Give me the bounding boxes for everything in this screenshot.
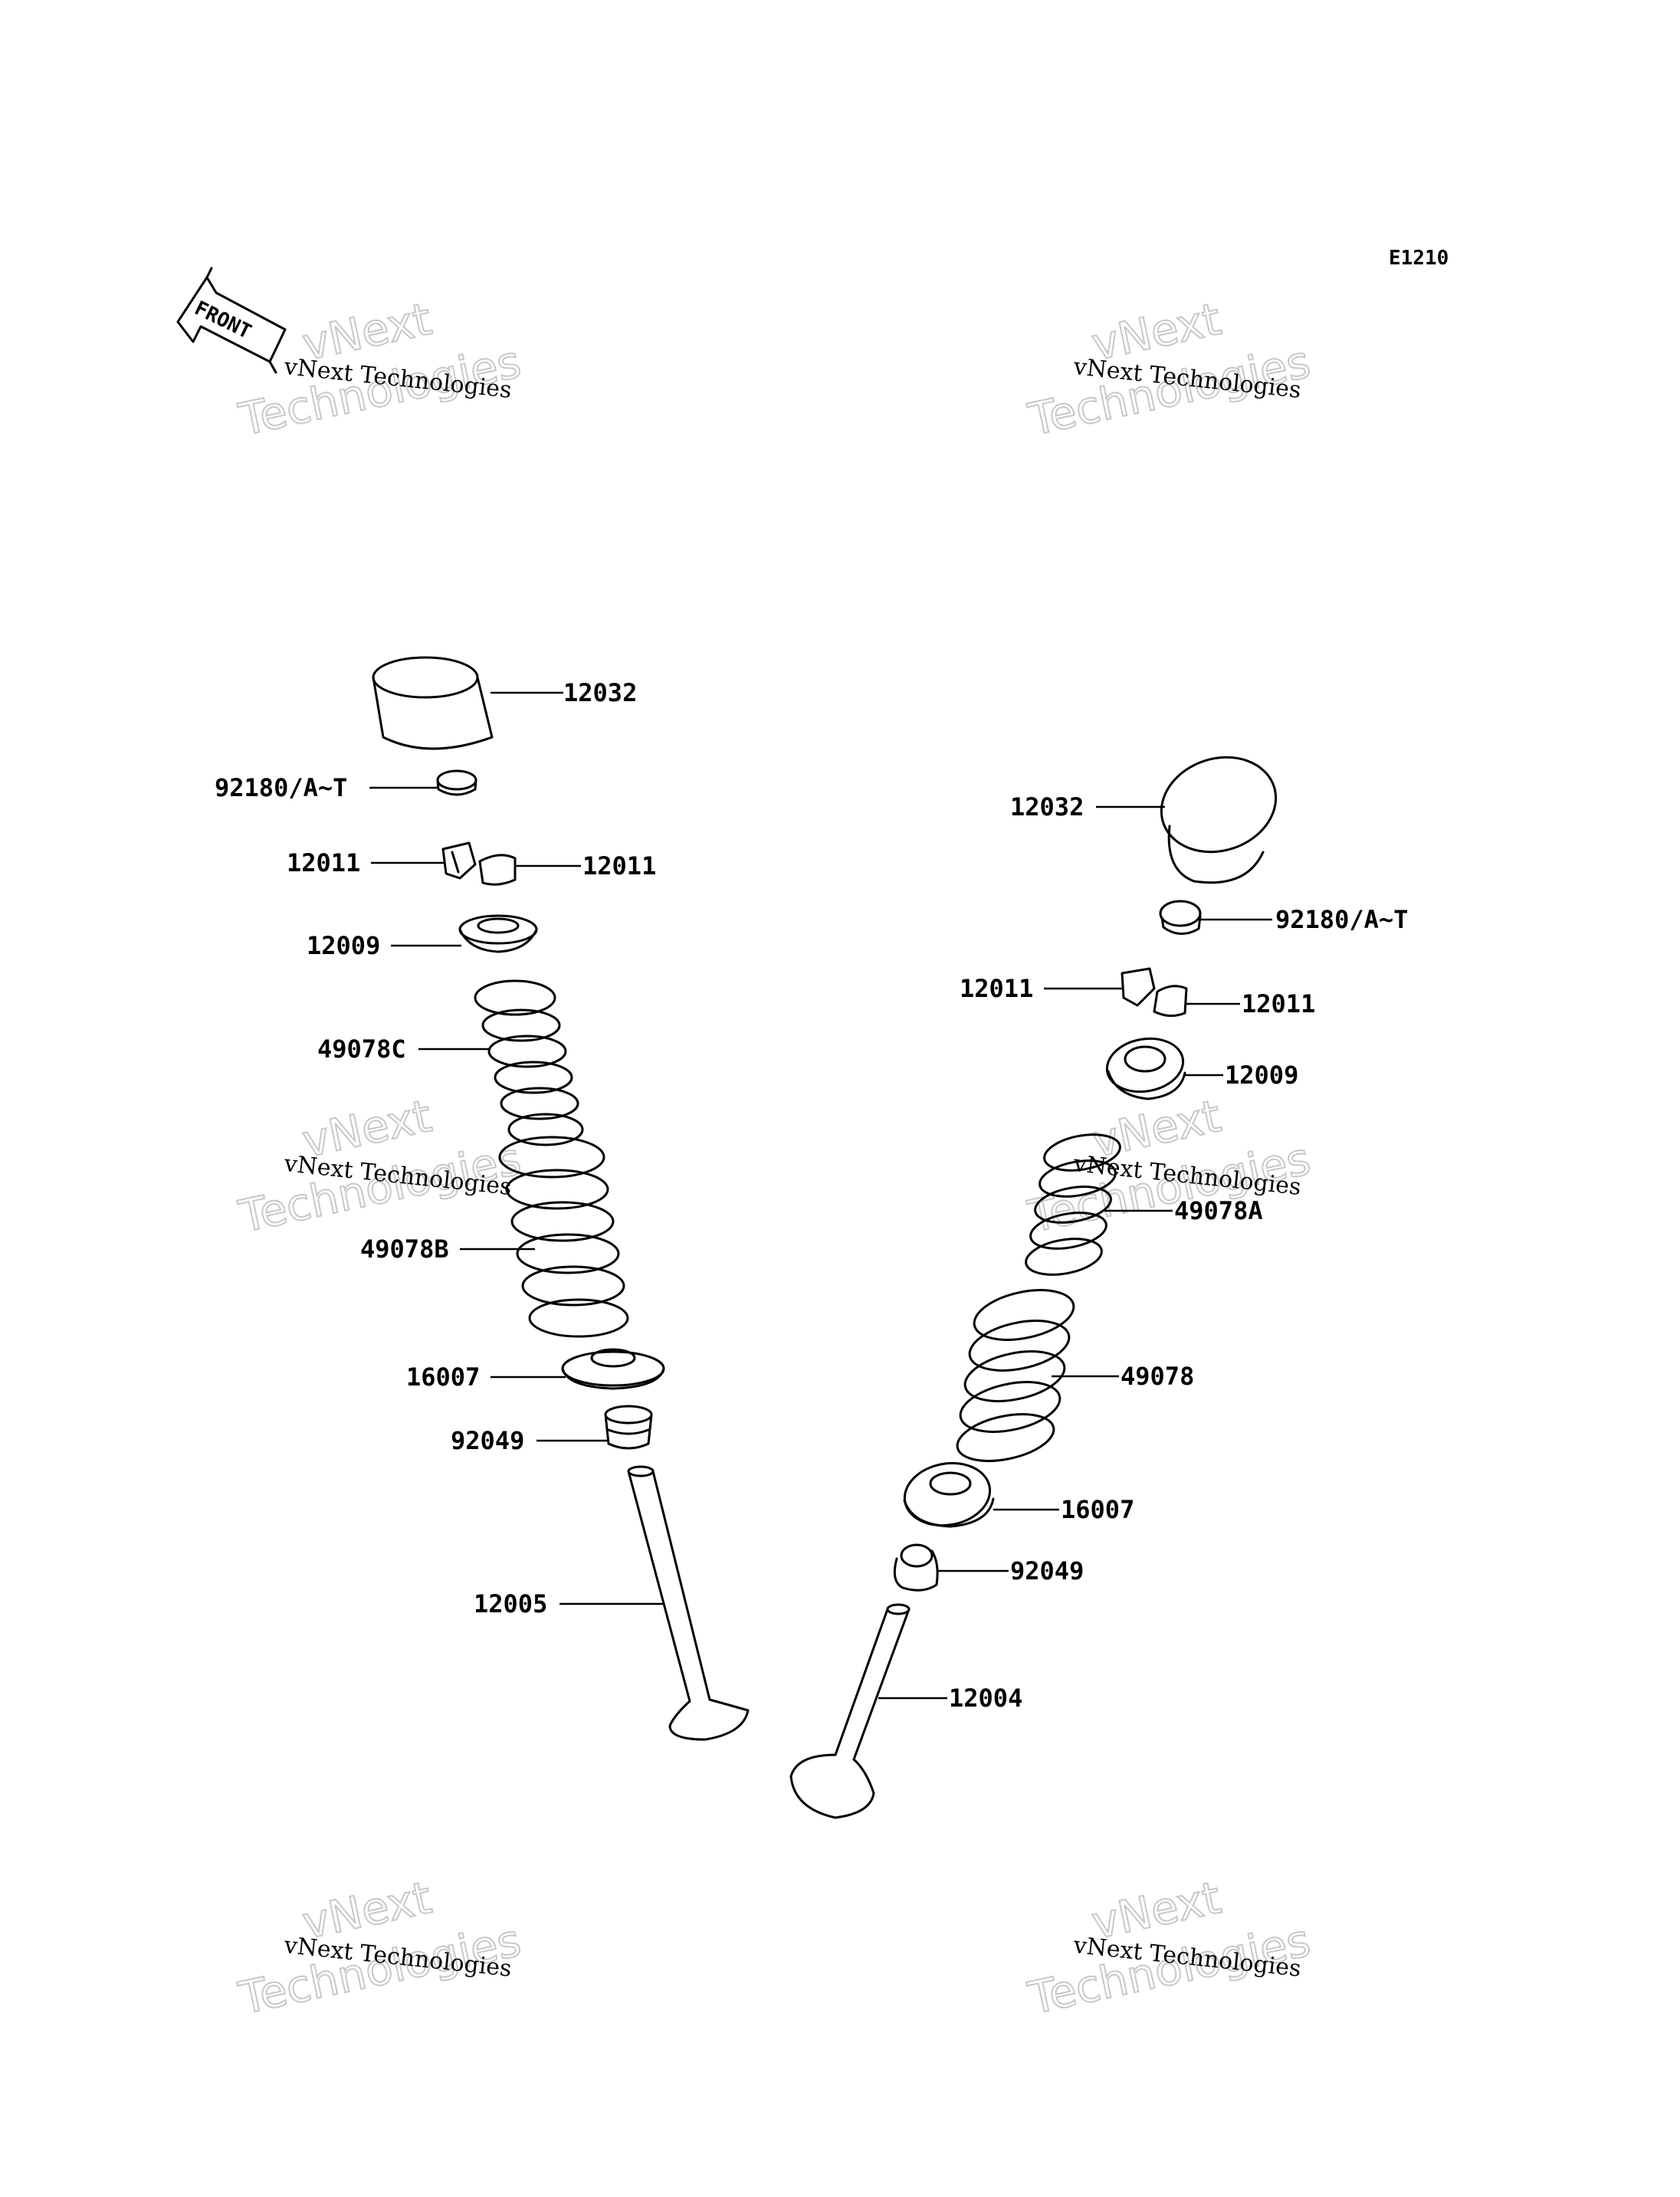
shim-left[interactable] [436, 769, 477, 796]
watermark-mid-right: vNext Technologies vNext Technologies [1023, 1089, 1316, 1244]
label-49078a: 49078A [1174, 1196, 1263, 1225]
intake-valve-right[interactable] [789, 1603, 911, 1819]
label-49078: 49078 [1121, 1362, 1194, 1391]
front-arrow-icon: FRONT [176, 267, 287, 374]
label-49078c: 49078C [317, 1035, 406, 1064]
tappet-left[interactable] [372, 656, 494, 750]
label-12011-left-a: 12011 [287, 848, 360, 877]
spring-seat-left[interactable] [561, 1348, 665, 1390]
label-49078b: 49078B [360, 1235, 449, 1264]
label-16007-right: 16007 [1061, 1495, 1134, 1524]
label-12011-right-b: 12011 [1242, 989, 1315, 1018]
label-92180-left: 92180/A~T [215, 773, 347, 802]
diagram-code: E1210 [1389, 247, 1449, 270]
spring-seat-right[interactable] [900, 1457, 995, 1532]
label-12011-left-b: 12011 [582, 851, 656, 880]
cotter-right-a[interactable] [1121, 967, 1156, 1007]
label-92180-right: 92180/A~T [1275, 905, 1408, 934]
watermark-top-right: vNext Technologies vNext Technologies [1023, 292, 1316, 447]
exhaust-valve-left[interactable] [627, 1465, 750, 1741]
label-92049-left: 92049 [451, 1426, 524, 1455]
outer-spring-right[interactable] [953, 1282, 1078, 1469]
label-16007-left: 16007 [406, 1362, 480, 1392]
retainer-left[interactable] [458, 914, 538, 953]
label-12004: 12004 [949, 1684, 1022, 1713]
inner-spring-left[interactable] [474, 979, 584, 1146]
label-12032-left: 12032 [563, 678, 637, 707]
label-12009-left: 12009 [307, 931, 380, 960]
label-12011-right-a: 12011 [960, 974, 1033, 1003]
cotter-right-b[interactable] [1153, 985, 1188, 1017]
watermark-top-left: vNext Technologies vNext Technologies [234, 292, 527, 447]
retainer-right[interactable] [1103, 1033, 1187, 1100]
inner-spring-right[interactable] [1023, 1130, 1123, 1280]
shim-right[interactable] [1159, 900, 1202, 935]
cotter-left-b[interactable] [478, 854, 517, 886]
label-92049-right: 92049 [1010, 1556, 1084, 1585]
label-12005: 12005 [474, 1589, 547, 1618]
watermark-mid-left: vNext Technologies vNext Technologies [234, 1089, 527, 1244]
watermark-bottom-right: vNext Technologies vNext Technologies [1023, 1871, 1316, 2025]
oil-seal-left[interactable] [604, 1405, 653, 1450]
label-12009-right: 12009 [1225, 1061, 1298, 1090]
tappet-right[interactable] [1149, 743, 1288, 884]
outer-spring-left[interactable] [498, 1136, 629, 1338]
oil-seal-right[interactable] [893, 1543, 939, 1592]
watermark-bottom-left: vNext Technologies vNext Technologies [234, 1871, 527, 2025]
cotter-left-a[interactable] [441, 841, 477, 880]
label-12032-right: 12032 [1010, 792, 1084, 821]
